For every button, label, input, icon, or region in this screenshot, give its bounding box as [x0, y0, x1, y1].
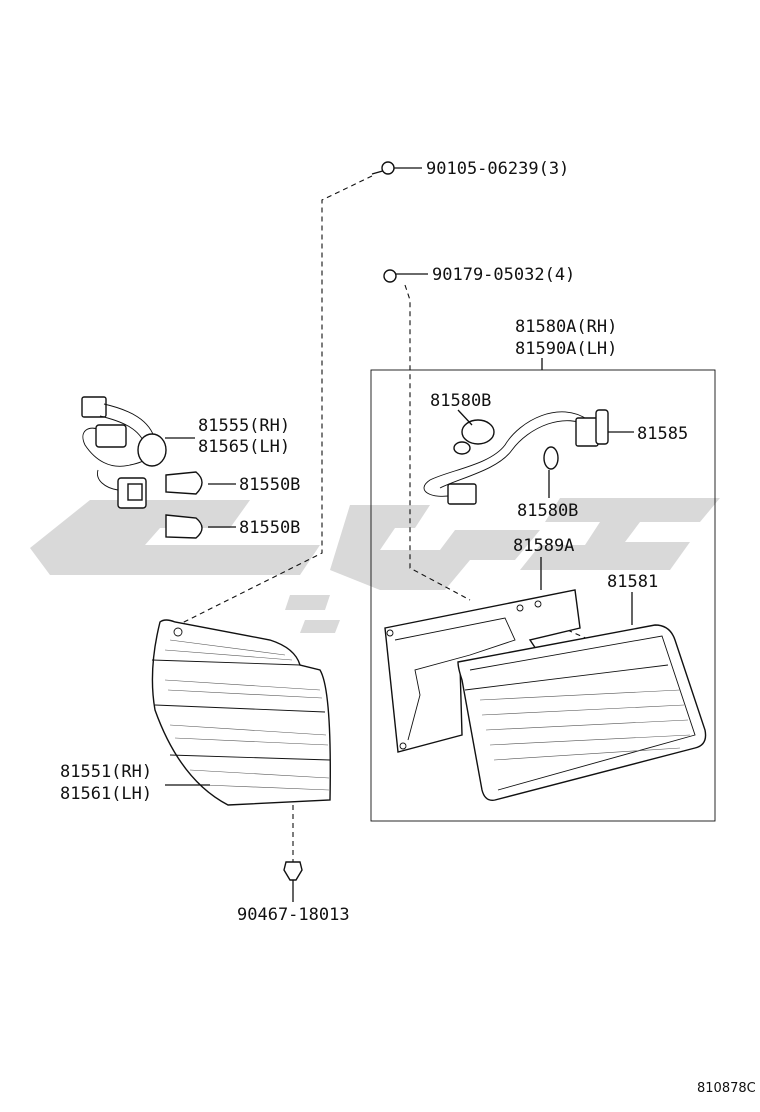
outer-bulb-2-part: [165, 514, 236, 539]
label-outer-socket-rh: 81555(RH): [198, 416, 290, 436]
label-outer-lamp-rh: 81551(RH): [60, 762, 152, 782]
diagram-code: 810878C: [697, 1081, 756, 1096]
inner-lens-part: [457, 624, 707, 801]
label-outer-lamp-lh: 81561(LH): [60, 784, 152, 804]
nut-part: [383, 269, 428, 283]
label-inner-bulb-1: 81580B: [430, 391, 491, 411]
inner-socket-wire-part: [423, 409, 634, 505]
label-outer-bulb-2: 81550B: [239, 518, 300, 538]
label-gasket: 81589A: [513, 536, 574, 556]
outer-lamp-part: [151, 619, 331, 806]
inner-lamp-assembly-box: [370, 369, 716, 822]
clip-part: [283, 861, 303, 902]
label-inner-bulb-2: 81580B: [517, 501, 578, 521]
label-nut: 90179-05032(4): [432, 265, 575, 285]
label-inner-lens: 81581: [607, 572, 658, 592]
watermark-logo: [30, 498, 720, 633]
label-screw: 90105-06239(3): [426, 159, 569, 179]
outer-bulb-1-part: [165, 471, 236, 495]
label-outer-bulb-1: 81550B: [239, 475, 300, 495]
label-outer-socket-lh: 81565(LH): [198, 437, 290, 457]
label-inner-lamp-rh: 81580A(RH): [515, 317, 617, 337]
outer-socket-wire-part: [81, 396, 195, 509]
screw-part: [371, 161, 422, 175]
label-inner-lamp-lh: 81590A(LH): [515, 339, 617, 359]
label-inner-socket: 81585: [637, 424, 688, 444]
label-clip: 90467-18013: [237, 905, 350, 925]
